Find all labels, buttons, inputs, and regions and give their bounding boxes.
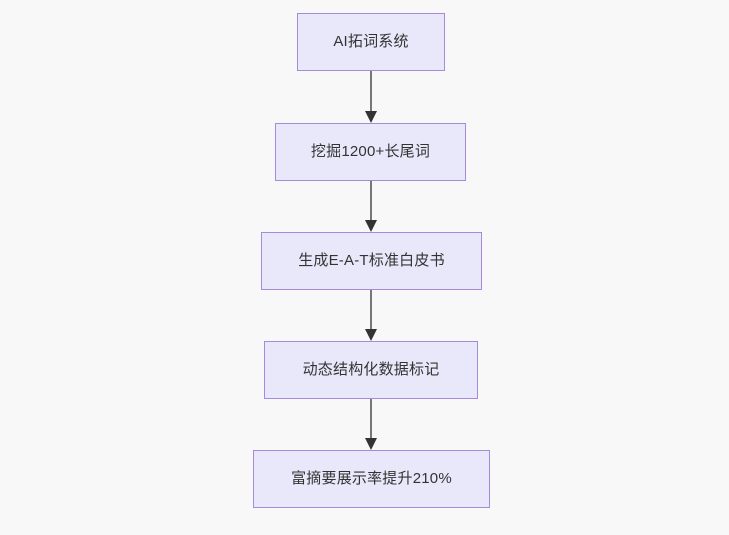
edge-connector-1 <box>365 71 377 123</box>
edge-connector-2 <box>365 181 377 232</box>
flow-node-generate-eat-whitepaper[interactable]: 生成E-A-T标准白皮书 <box>261 232 482 290</box>
arrowhead-down-icon <box>365 220 377 232</box>
arrowhead-down-icon <box>365 111 377 123</box>
edge-connector-4 <box>365 399 377 450</box>
arrowhead-down-icon <box>365 329 377 341</box>
flow-node-mine-longtail-keywords[interactable]: 挖掘1200+长尾词 <box>275 123 466 181</box>
arrowhead-down-icon <box>365 438 377 450</box>
flow-node-label: 富摘要展示率提升210% <box>291 470 452 487</box>
flow-node-label: AI拓词系统 <box>333 33 409 50</box>
flow-node-ai-keyword-system[interactable]: AI拓词系统 <box>297 13 445 71</box>
flow-node-dynamic-structured-data-markup[interactable]: 动态结构化数据标记 <box>264 341 478 399</box>
edge-connector-3 <box>365 290 377 341</box>
flow-node-label: 动态结构化数据标记 <box>302 361 440 378</box>
flow-node-label: 挖掘1200+长尾词 <box>310 143 431 160</box>
flow-node-label: 生成E-A-T标准白皮书 <box>298 252 445 269</box>
flow-node-rich-snippet-impression-lift[interactable]: 富摘要展示率提升210% <box>253 450 490 508</box>
